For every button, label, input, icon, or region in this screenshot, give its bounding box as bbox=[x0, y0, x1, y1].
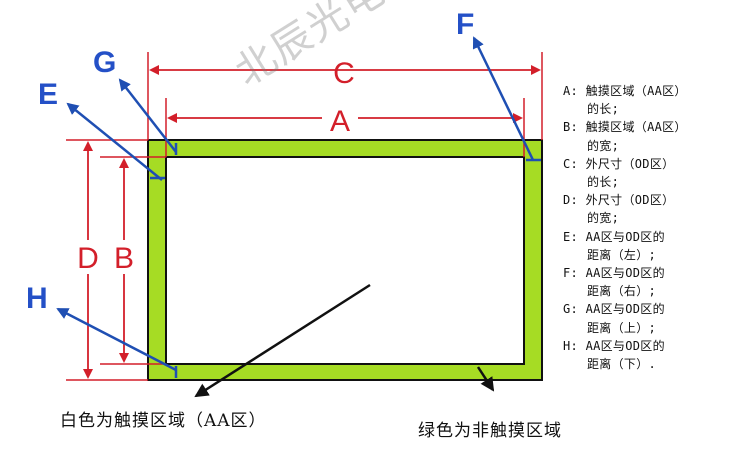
legend-item: B: 触摸区域（AA区） 的宽; bbox=[563, 118, 741, 154]
legend-line: 的宽; bbox=[587, 211, 620, 226]
legend-line: 距离（右）; bbox=[587, 284, 657, 299]
label-d: D bbox=[77, 242, 99, 275]
legend-item: H: AA区与OD区的距离（下）. bbox=[563, 337, 741, 373]
legend-line: 的长; bbox=[587, 175, 620, 190]
caption-green-area: 绿色为非触摸区域 bbox=[418, 421, 562, 441]
legend-line: 的宽; bbox=[587, 138, 620, 153]
legend-line: B: 触摸区域（AA区） bbox=[563, 120, 687, 135]
label-h: H bbox=[26, 282, 48, 315]
label-g: G bbox=[93, 46, 116, 79]
caption-white-area: 白色为触摸区域（AA区） bbox=[60, 411, 267, 431]
legend-item: F: AA区与OD区的距离（右）; bbox=[563, 264, 741, 300]
legend-line: 的长; bbox=[587, 102, 620, 117]
legend-item: A: 触摸区域（AA区） 的长; bbox=[563, 82, 741, 118]
legend-item: D: 外尺寸（OD区） 的宽; bbox=[563, 191, 741, 227]
label-c: C bbox=[333, 57, 355, 90]
pointer-f bbox=[472, 36, 535, 161]
green-area-pointer bbox=[476, 366, 495, 392]
label-b: B bbox=[114, 242, 134, 275]
extension-lines bbox=[66, 52, 543, 381]
label-a: A bbox=[330, 105, 350, 138]
legend-line: A: 触摸区域（AA区） bbox=[563, 84, 687, 98]
legend-item: E: AA区与OD区的距离（左）; bbox=[563, 228, 741, 264]
pointer-e bbox=[66, 102, 163, 181]
white-area-pointer bbox=[194, 283, 371, 398]
label-f: F bbox=[456, 8, 474, 41]
legend-line: D: 外尺寸（OD区） bbox=[563, 193, 675, 208]
pointer-h bbox=[56, 307, 177, 372]
legend-line: H: AA区与OD区的 bbox=[563, 338, 665, 353]
label-e: E bbox=[38, 78, 58, 111]
aa-area-touch bbox=[165, 156, 525, 365]
legend-line: G: AA区与OD区的 bbox=[563, 302, 665, 317]
legend-line: 距离（下）. bbox=[587, 357, 657, 372]
legend-line: E: AA区与OD区的 bbox=[563, 229, 665, 244]
legend-item: G: AA区与OD区的距离（上）; bbox=[563, 300, 741, 336]
pointer-g bbox=[118, 78, 177, 153]
legend: A: 触摸区域（AA区） 的长; B: 触摸区域（AA区） 的宽; C: 外尺寸（OD区… bbox=[563, 82, 741, 373]
legend-line: 距离（上）; bbox=[587, 320, 657, 335]
legend-line: C: 外尺寸（OD区） bbox=[563, 156, 675, 171]
legend-item: C: 外尺寸（OD区） 的长; bbox=[563, 155, 741, 191]
legend-line: 距离（左）; bbox=[587, 247, 657, 262]
legend-line: F: AA区与OD区的 bbox=[563, 266, 665, 281]
